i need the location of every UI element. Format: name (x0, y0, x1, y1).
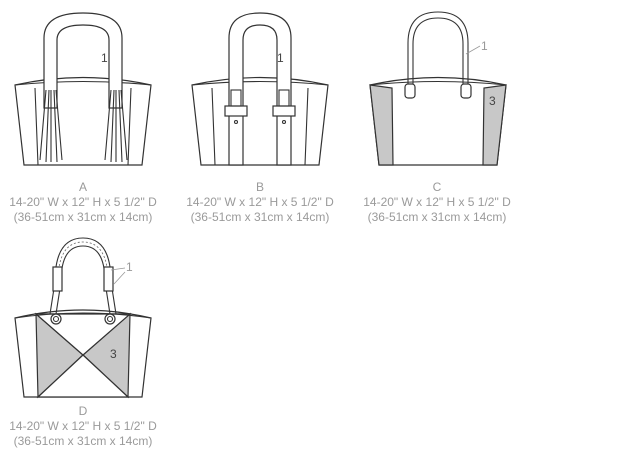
view-c-size-cm: (36-51cm x 31cm x 14cm) (367, 210, 507, 224)
bag-view-a-drawing: 1 (14, 12, 152, 166)
piece-number-3: 3 (110, 347, 117, 361)
view-b-caption: B 14-20" W x 12" H x 5 1/2" D (36-51cm x… (175, 180, 345, 225)
view-c-size-inches: 14-20" W x 12" H x 5 1/2" D (363, 195, 511, 209)
view-c-caption: C 14-20" W x 12" H x 5 1/2" D (36-51cm x… (352, 180, 522, 225)
view-a-letter: A (78, 180, 87, 194)
piece-number-1: 1 (126, 260, 133, 274)
piece-number-1: 1 (101, 51, 108, 65)
bag-view-b-drawing: 1 (191, 12, 329, 166)
piece-number-1: 1 (277, 51, 284, 65)
view-b-size-cm: (36-51cm x 31cm x 14cm) (190, 210, 330, 224)
view-d-caption: D 14-20" W x 12" H x 5 1/2" D (36-51cm x… (0, 404, 168, 449)
view-a-caption: A 14-20" W x 12" H x 5 1/2" D (36-51cm x… (0, 180, 168, 225)
view-d-size-inches: 14-20" W x 12" H x 5 1/2" D (9, 419, 157, 433)
bag-view-c-drawing: 1 3 (369, 11, 507, 166)
view-b-letter: B (255, 180, 264, 194)
piece-number-3: 3 (489, 94, 496, 108)
view-d-letter: D (78, 404, 88, 418)
view-a-size-cm: (36-51cm x 31cm x 14cm) (13, 210, 153, 224)
view-b-size-inches: 14-20" W x 12" H x 5 1/2" D (186, 195, 334, 209)
piece-number-1: 1 (481, 39, 488, 53)
view-d-size-cm: (36-51cm x 31cm x 14cm) (13, 434, 153, 448)
view-c-letter: C (432, 180, 442, 194)
view-a-size-inches: 14-20" W x 12" H x 5 1/2" D (9, 195, 157, 209)
bag-view-d-drawing: 1 3 (14, 237, 152, 399)
